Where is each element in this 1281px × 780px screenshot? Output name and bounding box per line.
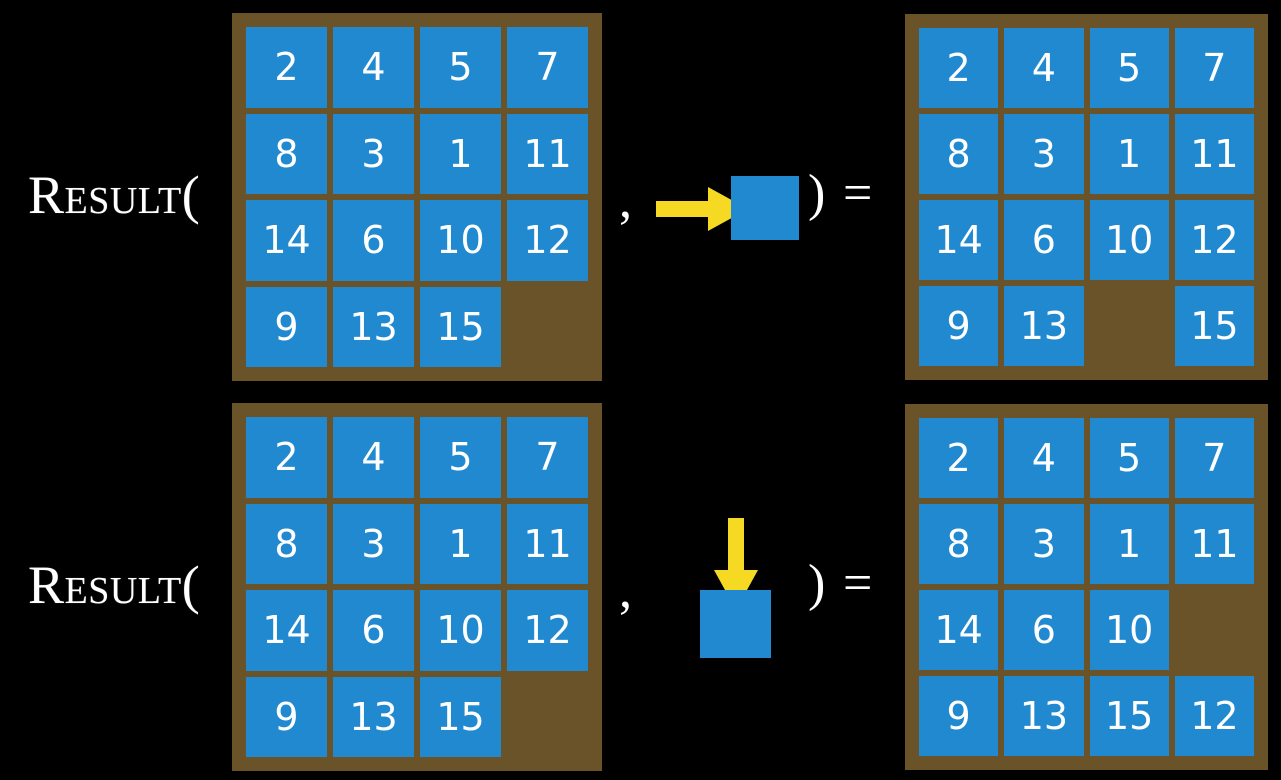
- close-paren-bottom: ): [808, 554, 826, 612]
- tile[interactable]: 10: [1089, 590, 1169, 670]
- tile[interactable]: 10: [420, 590, 501, 671]
- equation-row-swipe-down: Result( 2 4 5 7 8 3 1 11 14 6 10 12 9 13…: [0, 390, 1281, 780]
- tile[interactable]: 15: [1089, 676, 1169, 756]
- tile[interactable]: 6: [1004, 200, 1084, 280]
- tile[interactable]: 9: [246, 286, 327, 367]
- comma-separator-top: ,: [619, 172, 632, 230]
- operand-tile-top[interactable]: [731, 176, 799, 240]
- comma-separator-bottom: ,: [619, 562, 632, 620]
- arrow-right-icon: [656, 187, 748, 231]
- empty-slot: [1175, 590, 1254, 670]
- tile[interactable]: 13: [1004, 676, 1084, 756]
- tile[interactable]: 11: [507, 503, 588, 584]
- tile[interactable]: 10: [420, 200, 501, 281]
- output-board-swipe-right: 2 4 5 7 8 3 1 11 14 6 10 12 9 13 15: [905, 14, 1268, 380]
- operand-swipe-down: [640, 390, 820, 780]
- tile[interactable]: 1: [1089, 114, 1169, 194]
- tile[interactable]: 8: [246, 113, 327, 194]
- tile[interactable]: 7: [507, 417, 588, 498]
- tile[interactable]: 13: [333, 286, 414, 367]
- tile[interactable]: 9: [246, 676, 327, 757]
- empty-slot: [507, 677, 588, 758]
- close-paren-top: ): [808, 164, 826, 222]
- equals-sign-bottom: =: [843, 554, 873, 612]
- tile[interactable]: 12: [1174, 676, 1254, 756]
- tile[interactable]: 5: [1089, 28, 1169, 108]
- tile[interactable]: 14: [919, 200, 999, 280]
- tile[interactable]: 14: [246, 200, 327, 281]
- tile[interactable]: 6: [1004, 590, 1084, 670]
- tile[interactable]: 1: [420, 113, 501, 194]
- empty-slot: [1090, 286, 1169, 366]
- result-function-label-top: Result(: [28, 165, 201, 225]
- tile[interactable]: 8: [246, 503, 327, 584]
- tile[interactable]: 3: [333, 503, 414, 584]
- tile[interactable]: 13: [333, 676, 414, 757]
- tile[interactable]: 7: [507, 27, 588, 108]
- operand-tile-bottom[interactable]: [700, 590, 771, 658]
- tile[interactable]: 5: [420, 27, 501, 108]
- tile[interactable]: 9: [919, 676, 999, 756]
- tile[interactable]: 13: [1004, 286, 1084, 366]
- tile[interactable]: 1: [420, 503, 501, 584]
- tile[interactable]: 8: [919, 114, 999, 194]
- tile[interactable]: 7: [1174, 418, 1254, 498]
- tile[interactable]: 14: [246, 590, 327, 671]
- tile[interactable]: 5: [1089, 418, 1169, 498]
- tile[interactable]: 2: [919, 28, 999, 108]
- tile[interactable]: 12: [1174, 200, 1254, 280]
- tile[interactable]: 2: [246, 27, 327, 108]
- tile[interactable]: 4: [1004, 418, 1084, 498]
- output-board-swipe-down: 2 4 5 7 8 3 1 11 14 6 10 9 13 15 12: [905, 404, 1268, 770]
- tile[interactable]: 15: [420, 676, 501, 757]
- tile[interactable]: 7: [1174, 28, 1254, 108]
- tile[interactable]: 12: [507, 590, 588, 671]
- tile[interactable]: 14: [919, 590, 999, 670]
- operand-swipe-right: [640, 0, 820, 390]
- tile[interactable]: 9: [919, 286, 999, 366]
- equals-sign-top: =: [843, 164, 873, 222]
- tile[interactable]: 4: [333, 27, 414, 108]
- tile[interactable]: 5: [420, 417, 501, 498]
- input-board-swipe-right: 2 4 5 7 8 3 1 11 14 6 10 12 9 13 15: [232, 13, 602, 381]
- tile[interactable]: 4: [1004, 28, 1084, 108]
- tile[interactable]: 2: [246, 417, 327, 498]
- tile[interactable]: 8: [919, 504, 999, 584]
- tile[interactable]: 15: [1174, 286, 1254, 366]
- result-function-label-bottom: Result(: [28, 555, 201, 615]
- empty-slot: [507, 287, 588, 368]
- tile[interactable]: 4: [333, 417, 414, 498]
- tile[interactable]: 11: [507, 113, 588, 194]
- tile[interactable]: 15: [420, 286, 501, 367]
- tile[interactable]: 3: [1004, 504, 1084, 584]
- tile[interactable]: 11: [1174, 504, 1254, 584]
- tile[interactable]: 11: [1174, 114, 1254, 194]
- equation-row-swipe-right: Result( 2 4 5 7 8 3 1 11 14 6 10 12 9 13…: [28, 0, 1268, 390]
- tile[interactable]: 3: [1004, 114, 1084, 194]
- tile[interactable]: 6: [333, 590, 414, 671]
- tile[interactable]: 6: [333, 200, 414, 281]
- tile[interactable]: 1: [1089, 504, 1169, 584]
- tile[interactable]: 2: [919, 418, 999, 498]
- input-board-swipe-down: 2 4 5 7 8 3 1 11 14 6 10 12 9 13 15: [232, 403, 602, 771]
- tile[interactable]: 12: [507, 200, 588, 281]
- tile[interactable]: 3: [333, 113, 414, 194]
- arrow-down-icon: [714, 518, 758, 610]
- tile[interactable]: 10: [1089, 200, 1169, 280]
